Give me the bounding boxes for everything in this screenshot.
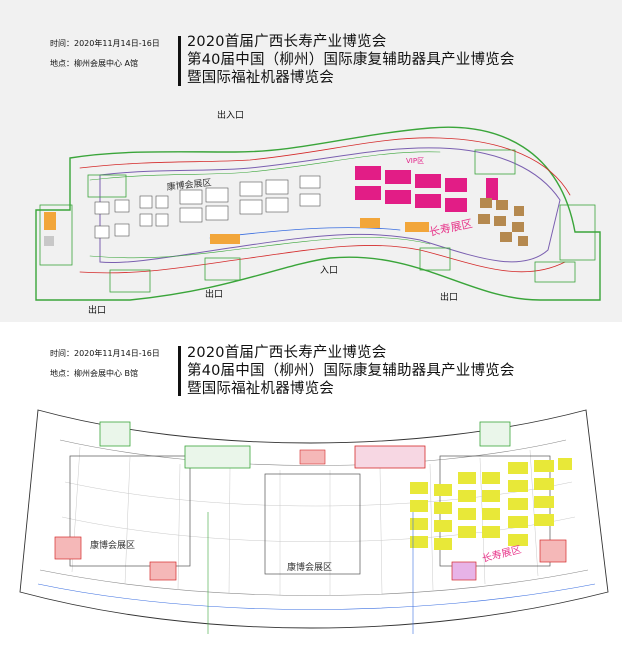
hall-a-zone-kangbo-label: 康博会展区 [166,176,212,193]
hall-b-time: 时间：2020年11月14日-16日 [50,349,160,358]
hall-a-title-line-2: 第40届中国（柳州）国际康复辅助器具产业博览会 [187,52,515,68]
hall-a-vip-label: VIP区 [406,157,424,165]
hall-a-title-line-1: 2020首届广西长寿产业博览会 [187,34,387,50]
hall-b-floorplan: 康博会展区 康博会展区 长寿展区 [19,409,609,634]
hall-a-outer-wall [35,126,601,301]
hall-a-location: 地点：柳州会展中心 A馆 [50,59,139,68]
hall-a-exit-right: 出口 [440,291,458,303]
hall-a-floorplan: 康博会展区 长寿展区 VIP区 出入口 入口 出口 出口 出口 [35,109,601,316]
hall-b-title-line-3: 暨国际福祉机器博览会 [187,381,334,397]
hall-b-zone-kangbo-mid-label: 康博会展区 [287,561,332,573]
hall-b-zone-kangbo-left-label: 康博会展区 [90,539,135,551]
hall-b-location: 地点：柳州会展中心 B馆 [50,369,139,378]
hall-b-outer-wall [19,409,609,629]
hall-a-title-line-3: 暨国际福祉机器博览会 [187,70,334,86]
hall-a-inner-wall [99,147,561,264]
hall-a-exit-entrance-top: 出入口 [217,109,244,121]
title-divider [178,346,181,396]
title-divider [178,36,181,86]
hall-a-exit-mid: 出口 [205,288,223,300]
hall-a-entrance-label: 入口 [320,265,338,276]
hall-b-panel: 时间：2020年11月14日-16日 地点：柳州会展中心 B馆 2020首届广西… [0,322,622,649]
hall-a-exit-left: 出口 [88,304,106,316]
hall-a-panel: 时间：2020年11月14日-16日 地点：柳州会展中心 A馆 2020首届广西… [0,0,622,322]
hall-a-zone-changshou-label: 长寿展区 [428,216,474,239]
hall-b-zone-changshou-label: 长寿展区 [481,543,523,565]
hall-b-title-line-2: 第40届中国（柳州）国际康复辅助器具产业博览会 [187,363,515,379]
hall-b-title-line-1: 2020首届广西长寿产业博览会 [187,345,387,361]
hall-a-time: 时间：2020年11月14日-16日 [50,39,160,48]
